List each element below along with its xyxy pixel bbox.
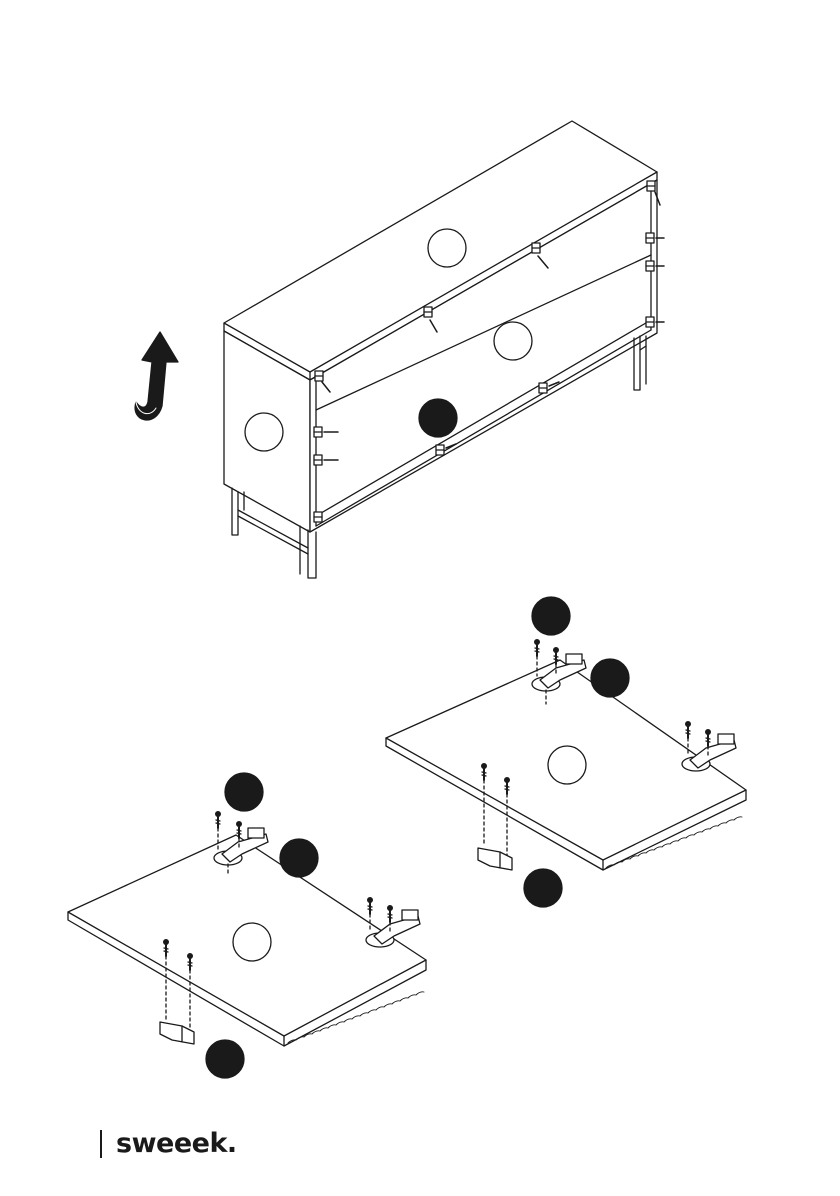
door-left [68,773,426,1078]
cabinet-top-panel-marker [428,229,466,267]
cabinet-side-panel-marker [245,413,283,451]
screw-icon [534,639,540,656]
door-left-hinge-marker [280,839,318,877]
door-right-hinge-marker [591,659,629,697]
door-left-screw-marker [225,773,263,811]
screw-icon [387,905,393,922]
handle-block-icon [160,1022,194,1044]
screw-icon [367,897,373,914]
sideboard-cabinet [224,121,664,578]
screw-icon [705,729,711,746]
door-right-panel-marker [548,746,586,784]
curved-arrow-up-icon [135,332,178,420]
door-left-handle-marker [206,1040,244,1078]
door-right-handle-marker [524,869,562,907]
door-left-panel-marker [233,923,271,961]
door-right-screw-marker [532,597,570,635]
brand-divider [100,1130,102,1158]
cabinet-shelf-marker [494,322,532,360]
cabinet-fastener-marker [419,399,457,437]
door-right [386,597,746,907]
brand-logo: sweeek. [116,1128,237,1160]
screw-icon [215,811,221,828]
screw-icon [685,721,691,738]
